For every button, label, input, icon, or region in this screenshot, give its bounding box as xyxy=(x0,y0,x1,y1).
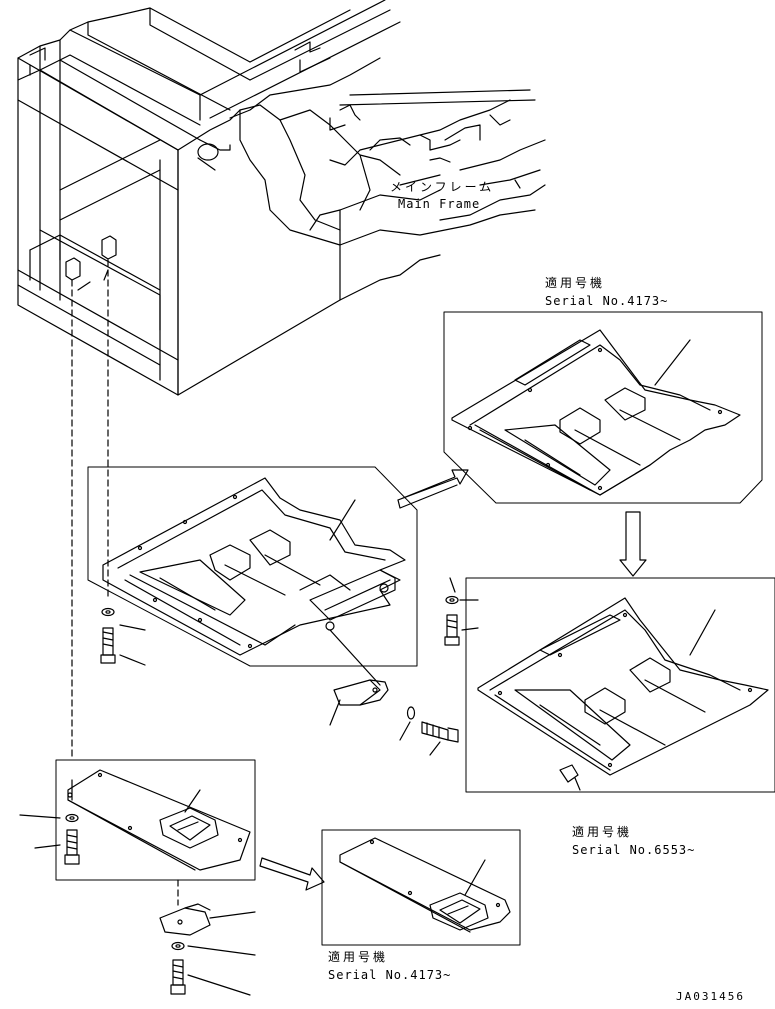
serial-label-top-jp: 適用号機 xyxy=(545,276,606,290)
serial-label-bottom-en: Serial No.4173~ xyxy=(328,968,452,982)
serial-label-mid-en: Serial No.6553~ xyxy=(572,843,696,857)
bolt-group-left xyxy=(100,607,146,666)
cover-variant-4173 xyxy=(443,311,763,504)
hollow-arrow-icon xyxy=(259,857,325,891)
serial-label-top-en: Serial No.4173~ xyxy=(545,294,669,308)
dashed-leader-lines xyxy=(71,259,109,761)
main-frame-label-en: Main Frame xyxy=(398,197,481,211)
main-frame-drawing xyxy=(17,0,546,396)
hinge-bracket xyxy=(329,629,459,756)
main-under-cover xyxy=(87,466,418,667)
serial-label-bottom-jp: 適用号機 xyxy=(328,950,389,964)
cover-variant-6553 xyxy=(465,577,775,793)
hollow-arrow-icon xyxy=(397,469,469,509)
lower-cover xyxy=(55,759,256,881)
lower-bracket xyxy=(159,879,256,996)
serial-label-mid-jp: 適用号機 xyxy=(572,825,633,839)
main-frame-label-jp: メインフレーム xyxy=(390,180,495,194)
bolt-group-right xyxy=(444,577,479,646)
lower-cover-variant-4173 xyxy=(321,829,521,946)
drawing-number: JA031456 xyxy=(676,990,745,1003)
lower-bolts xyxy=(19,813,80,865)
hollow-arrow-icon xyxy=(619,511,647,577)
